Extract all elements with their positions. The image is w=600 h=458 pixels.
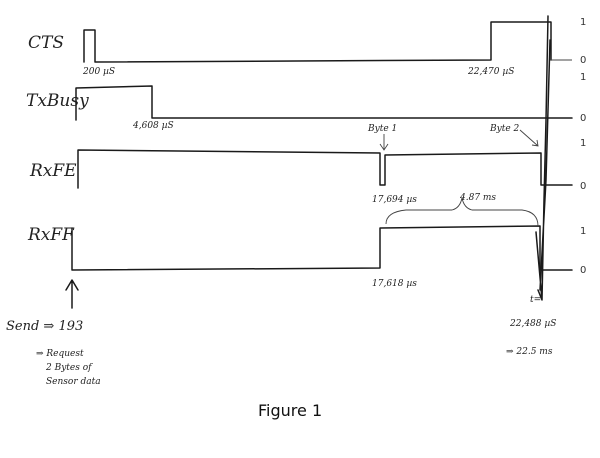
rxfe-annotation-byte2: Byte 2 xyxy=(489,124,520,134)
t-equals-label: t= xyxy=(530,295,541,305)
txbusy-waveform xyxy=(75,85,573,121)
rxfe-annotation-17694us: 17,694 µs xyxy=(372,195,417,205)
rxff-annotation-17618us: 17,618 µs xyxy=(372,279,417,289)
signal-label-rxfe: RxFE xyxy=(29,161,77,181)
cts-level-low: 0 xyxy=(580,55,586,66)
txbusy-level-high: 1 xyxy=(580,72,586,83)
end-marker-line xyxy=(535,15,551,301)
request-note-3: Sensor data xyxy=(46,377,101,387)
rxff-annotation-22488us: 22,488 µS xyxy=(509,319,556,329)
cts-waveform xyxy=(83,21,552,63)
rxfe-annotation-byte1: Byte 1 xyxy=(367,124,397,134)
cts-annotation-22470us: 22,470 µS xyxy=(467,67,514,77)
rxff-level-high: 1 xyxy=(580,226,586,237)
end-time-label: ⇒ 22.5 ms xyxy=(506,347,553,357)
request-note-1: ⇒ Request xyxy=(36,349,84,359)
request-note-2: 2 Bytes of xyxy=(45,363,93,373)
figure-caption: Figure 1 xyxy=(258,401,322,420)
send-note: Send ⇒ 193 xyxy=(6,319,83,334)
send-arrow xyxy=(65,279,79,309)
rxff-annotation-4-87ms: 4.87 ms xyxy=(459,193,496,203)
txbusy-level-low: 0 xyxy=(580,113,586,124)
rxfe-level-low: 0 xyxy=(580,181,586,192)
signal-label-rxff: RxFF xyxy=(27,225,75,245)
signal-label-txbusy: TxBusy xyxy=(26,91,89,111)
rxff-duration-brace xyxy=(385,197,539,227)
rxff-level-low: 0 xyxy=(580,265,586,276)
cts-level-high: 1 xyxy=(580,17,586,28)
txbusy-annotation-4608us: 4,608 µS xyxy=(132,121,174,131)
rxfe-waveform xyxy=(77,149,573,189)
signal-label-cts: CTS xyxy=(28,33,64,53)
rxfe-level-high: 1 xyxy=(580,138,586,149)
rxff-waveform xyxy=(71,225,573,271)
cts-annotation-200us: 200 µS xyxy=(82,67,115,77)
